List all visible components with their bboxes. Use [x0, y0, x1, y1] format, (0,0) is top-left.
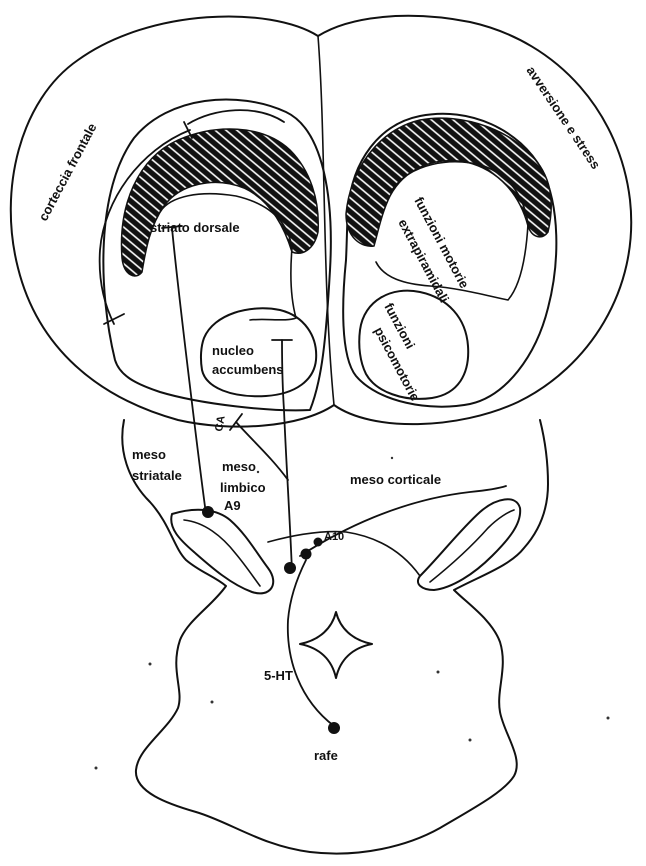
- cerebral-aqueduct: [300, 612, 372, 678]
- label-ca: CA: [213, 415, 228, 433]
- speck: [211, 701, 214, 704]
- midline-fissure: [318, 36, 334, 405]
- speck: [391, 457, 393, 459]
- label-corteccia-frontale: corteccia frontale: [35, 121, 99, 224]
- midbrain-outline: [122, 420, 548, 854]
- a10-nucleus-dot-2: [301, 549, 312, 560]
- label-meso-limbico-2: limbico: [220, 480, 266, 495]
- left-substantia-nigra: [171, 510, 273, 594]
- raphe-serotonin-tract: [288, 560, 334, 726]
- label-avversione-stress: avversione e stress: [524, 63, 604, 171]
- label-meso-corticale: meso corticale: [350, 472, 441, 487]
- label-rafe: rafe: [314, 748, 338, 763]
- label-striato-dorsale: striato dorsale: [150, 220, 240, 235]
- label-meso-limbico-1: meso: [222, 459, 256, 474]
- mesocortical-tract: [300, 486, 506, 556]
- label-meso-striatale-2: striatale: [132, 468, 182, 483]
- a10-nucleus-dot-3: [314, 538, 323, 547]
- right-striatum-band: [346, 118, 551, 246]
- raphe-nucleus-dot: [328, 722, 340, 734]
- label-accumbens: accumbens: [212, 362, 284, 377]
- right-substantia-nigra: [418, 499, 520, 590]
- speck: [149, 663, 152, 666]
- label-a9: A9: [224, 498, 241, 513]
- speck: [607, 717, 610, 720]
- a9-nucleus-dot: [202, 506, 214, 518]
- left-striatum-band: [121, 129, 318, 276]
- label-a10: A10: [324, 531, 344, 543]
- frontal-cortex-arrow-top: [188, 110, 284, 124]
- label-nucleo: nucleo: [212, 343, 254, 358]
- label-meso-striatale-1: meso: [132, 447, 166, 462]
- speck: [257, 471, 259, 473]
- a10-nucleus-dot-1: [284, 562, 296, 574]
- speck: [469, 739, 472, 742]
- speck: [437, 671, 440, 674]
- speck: [95, 767, 98, 770]
- label-5-ht: 5-HT: [264, 668, 293, 683]
